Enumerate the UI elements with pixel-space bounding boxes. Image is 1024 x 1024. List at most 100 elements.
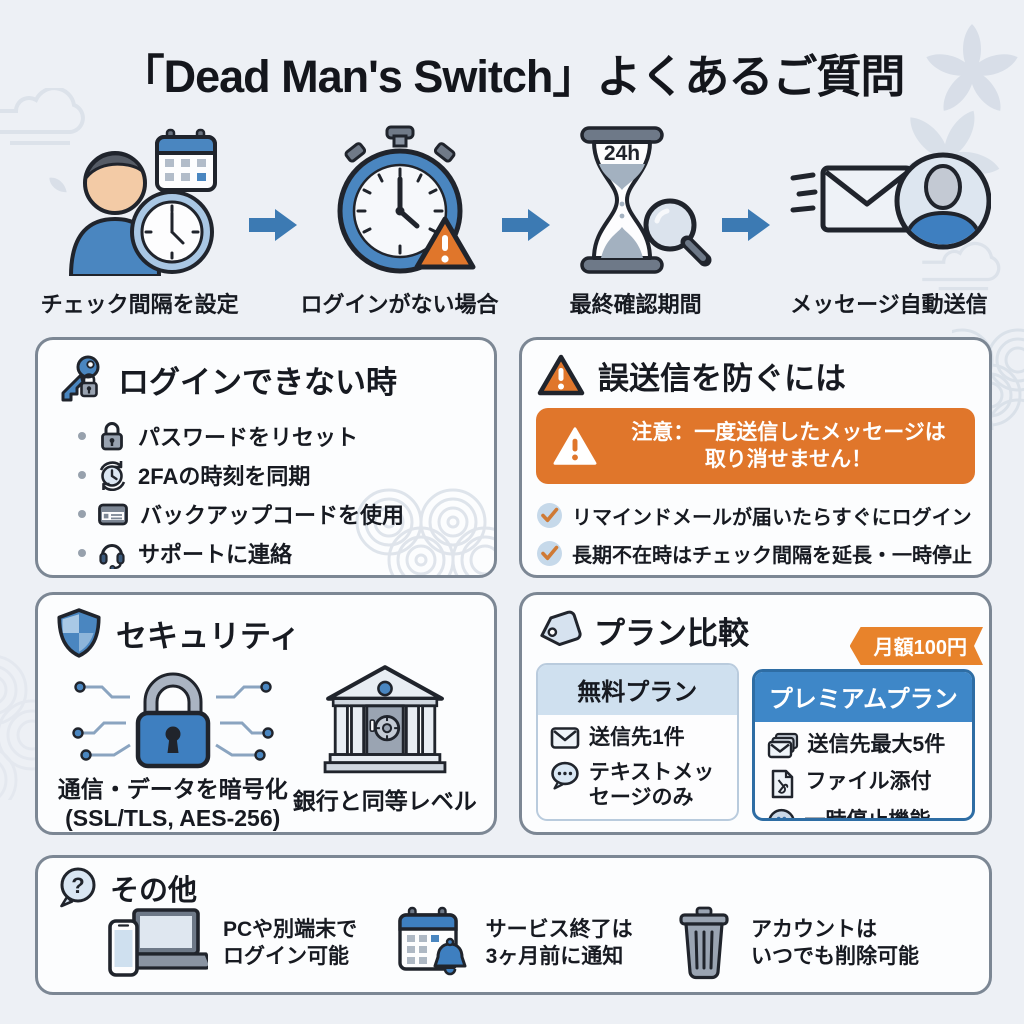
- mail-icon: [550, 727, 580, 749]
- encryption-lock-icon: [72, 672, 274, 769]
- free-plan-column: 無料プラン 送信先1件: [536, 663, 739, 821]
- flow-step-label: 最終確認期間: [569, 292, 702, 317]
- check-text: 長期不在時はチェック間隔を延長・一時停止: [572, 544, 972, 567]
- card-title: プラン比較: [594, 615, 749, 651]
- list-item: バックアップコードを使用: [78, 494, 478, 533]
- free-plan-name: 無料プラン: [538, 665, 737, 715]
- check-circle-icon: [537, 540, 562, 566]
- warning-triangle-icon: [553, 427, 597, 465]
- other-item-delete-account: アカウントは いつでも削除可能: [672, 906, 919, 980]
- text-line: 3ヶ月前に通知: [485, 945, 624, 968]
- card-prevent-missend: 誤送信を防ぐには 注意：一度送信したメッセージは 取り消せません！ リマインドメ…: [519, 337, 992, 578]
- list-item: 長期不在時はチェック間隔を延長・一時停止: [536, 534, 975, 572]
- user-calendar-clock-icon: [68, 128, 217, 276]
- card-plan-comparison: プラン比較 月額100円 無料プラン 送信先1件: [519, 592, 992, 835]
- warning-banner: 注意：一度送信したメッセージは 取り消せません！: [536, 408, 975, 484]
- plan-feature-text: 送信先1件: [589, 726, 685, 749]
- bullet-dot: [78, 509, 86, 518]
- flow-step-no-login: ログインがない場合: [299, 125, 499, 319]
- caption-line: (SSL/TLS, AES-256): [65, 804, 281, 831]
- calendar-bell-icon: [397, 906, 467, 976]
- premium-plan-name: プレミアムプラン: [754, 672, 972, 722]
- key-lock-icon: [61, 355, 100, 402]
- other-item-text: サービス終了は 3ヶ月前に通知: [486, 916, 633, 971]
- plan-feature: 一時停止機能: [767, 808, 962, 821]
- list-item: リマインドメールが届いたらすぐにログイン: [536, 496, 975, 534]
- flow-step-label: ログインがない場合: [300, 292, 499, 317]
- arrow-right-icon: [249, 209, 298, 241]
- question-bubble-icon: ?: [60, 867, 96, 908]
- plan-feature: 送信先最大5件: [767, 732, 962, 760]
- other-item-devices: PCや別端末で ログイン可能: [108, 907, 357, 979]
- bullet-dot: [78, 470, 86, 479]
- trash-icon: [679, 906, 729, 980]
- bullet-dot: [78, 431, 86, 440]
- warning-line: 取り消せません！: [704, 448, 873, 471]
- list-item: パスワードをリセット: [78, 416, 478, 455]
- flow-step-auto-send: メッセージ自動送信: [772, 125, 1006, 319]
- plan-feature: ファイル添付: [767, 769, 962, 799]
- card-other: ? その他 PCや別端末で ログイン可能: [35, 855, 992, 995]
- sending-mail-user-icon: [790, 152, 991, 250]
- clock-sync-icon: [99, 460, 126, 491]
- check-text: リマインドメールが届いたらすぐにログイン: [572, 506, 972, 529]
- list-item-text: バックアップコードを使用: [140, 502, 405, 528]
- card-title: その他: [110, 875, 198, 907]
- security-caption: 銀行と同等レベル: [293, 787, 477, 816]
- svg-text:?: ?: [71, 873, 84, 898]
- list-item: サポートに連絡: [78, 533, 478, 572]
- flow-step-label: チェック間隔を設定: [40, 292, 239, 317]
- list-item-text: パスワードをリセット: [138, 424, 359, 450]
- headset-icon: [99, 543, 125, 569]
- flow-step-label: メッセージ自動送信: [790, 292, 988, 317]
- flow-step-set-interval: チェック間隔を設定: [32, 125, 247, 319]
- process-flow: チェック間隔を設定: [32, 125, 1006, 319]
- security-encryption-item: 通信・データを暗号化 (SSL/TLS, AES-256): [54, 663, 291, 832]
- text-line: ログイン可能: [223, 945, 349, 968]
- plan-feature-text: 送信先最大5件: [807, 733, 946, 756]
- bank-icon: [323, 665, 447, 774]
- caption-line: 通信・データを暗号化: [57, 776, 288, 802]
- plan-feature-text: テキストメッセージのみ: [588, 761, 715, 810]
- bullet-dot: [78, 548, 86, 557]
- pause-circle-icon: [768, 808, 794, 818]
- arrow-right-icon: [501, 209, 550, 241]
- plan-feature-text: 一時停止機能: [804, 809, 931, 821]
- hourglass-24h-label: 24h: [604, 142, 640, 165]
- arrow-right-icon: [721, 209, 770, 241]
- login-trouble-list: パスワードをリセット 2FAの時刻を同期: [78, 416, 478, 572]
- list-item: 2FAの時刻を同期: [78, 455, 478, 494]
- text-line: サービス終了は: [485, 917, 633, 941]
- stopwatch-alert-icon: [337, 125, 476, 274]
- card-login-trouble: ログインできない時 パスワードをリセット: [35, 337, 497, 578]
- text-line: いつでも削除可能: [751, 945, 919, 968]
- price-badge: 月額100円: [850, 627, 983, 665]
- devices-icon: [108, 908, 208, 977]
- file-attachment-icon: [771, 769, 793, 799]
- backup-code-card-icon: [98, 503, 128, 525]
- chat-bubble-icon: [551, 761, 579, 790]
- card-security: セキュリティ: [35, 592, 497, 835]
- missend-check-list: リマインドメールが届いたらすぐにログイン 長期不在時はチェック間隔を延長・一時停…: [536, 496, 975, 572]
- plan-feature: テキストメッセージのみ: [550, 760, 727, 810]
- warning-triangle-icon: [537, 354, 585, 396]
- card-title: ログインできない時: [118, 364, 397, 400]
- other-item-text: PCや別端末で ログイン可能: [223, 916, 357, 971]
- text-line: アカウントは: [751, 917, 877, 941]
- warning-text: 注意：一度送信したメッセージは 取り消せません！: [612, 419, 965, 474]
- other-item-text: アカウントは いつでも削除可能: [751, 916, 919, 971]
- list-item-text: サポートに連絡: [138, 541, 293, 567]
- price-tag-icon: [540, 610, 582, 647]
- warning-line: 注意：一度送信したメッセージは: [631, 420, 946, 444]
- caption-line: 銀行と同等レベル: [292, 788, 477, 814]
- list-item-text: 2FAの時刻を同期: [138, 463, 311, 489]
- check-circle-icon: [537, 502, 562, 528]
- text-line: PCや別端末で: [223, 917, 358, 941]
- flow-step-final-confirmation: 24h 最終確認期間: [552, 125, 720, 319]
- plan-feature: 送信先1件: [550, 725, 727, 751]
- hourglass-magnifier-icon: 24h: [579, 126, 712, 274]
- shield-icon: [57, 608, 101, 658]
- premium-plan-column: プレミアムプラン 送信先最大5件: [751, 669, 975, 821]
- security-caption: 通信・データを暗号化 (SSL/TLS, AES-256): [57, 775, 288, 832]
- card-title: セキュリティ: [116, 618, 301, 654]
